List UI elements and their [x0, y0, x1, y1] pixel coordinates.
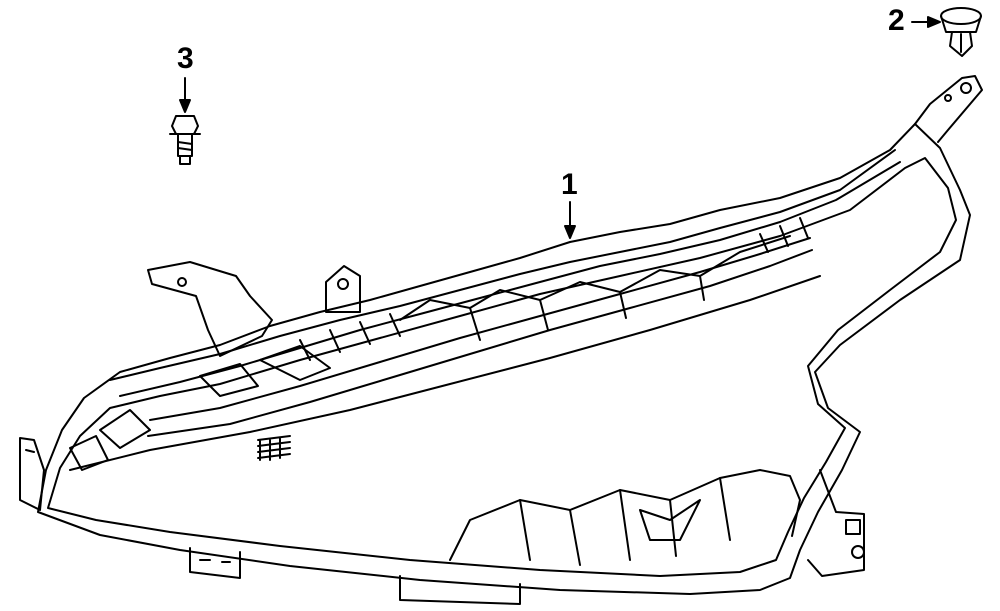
bottom-mount-left	[190, 548, 240, 578]
bolt-tip	[180, 156, 190, 164]
arrow-2-head	[928, 17, 940, 27]
projector-ribs	[470, 276, 704, 340]
headlamp-assembly	[20, 76, 982, 604]
callout-label-2: 2	[888, 4, 905, 37]
arrow-1-head	[565, 226, 575, 238]
clip-body	[941, 16, 981, 32]
leader-arrows	[180, 17, 940, 238]
lower-internal-structure	[450, 470, 800, 560]
lower-ribs	[520, 478, 730, 565]
headlamp-outer-housing	[38, 124, 970, 594]
top-center-mount	[326, 266, 360, 312]
bottom-mount-center	[400, 576, 520, 604]
light-bar-lower	[148, 250, 812, 436]
top-mount-hole	[338, 279, 348, 289]
upper-trim-band-1	[110, 150, 895, 380]
arrow-3-head	[180, 100, 190, 112]
headlamp-lens	[48, 158, 956, 576]
left-mount-bracket	[20, 438, 44, 510]
right-mount-hole	[852, 546, 864, 558]
push-clip-part	[941, 8, 981, 56]
upper-left-bracket	[148, 262, 272, 356]
right-side-mount	[808, 470, 864, 576]
light-bar-upper	[150, 238, 810, 420]
clip-prongs	[950, 32, 972, 56]
lower-reflector	[640, 500, 700, 540]
callout-label-3: 3	[177, 42, 194, 75]
bolt-thread	[178, 142, 192, 150]
connector-port	[846, 520, 860, 534]
upper-trim-band-2	[120, 162, 900, 396]
bolt-head	[172, 116, 198, 134]
bolt-part	[170, 116, 200, 164]
callout-label-1: 1	[561, 168, 578, 201]
lens-lower-contour	[70, 276, 820, 470]
turn-signal-reflector	[70, 410, 150, 470]
bolt-shank	[178, 134, 192, 156]
upper-edge-hatching	[300, 218, 808, 360]
lamp-reflector-left	[200, 346, 330, 396]
projector-frame-upper	[400, 236, 790, 320]
vent-grille	[258, 436, 290, 460]
top-right-mount-hole	[961, 83, 971, 93]
top-right-mount-tab	[915, 76, 982, 142]
bracket-hole	[178, 278, 186, 286]
top-right-mount-hole-small	[945, 95, 951, 101]
clip-head	[941, 8, 981, 24]
